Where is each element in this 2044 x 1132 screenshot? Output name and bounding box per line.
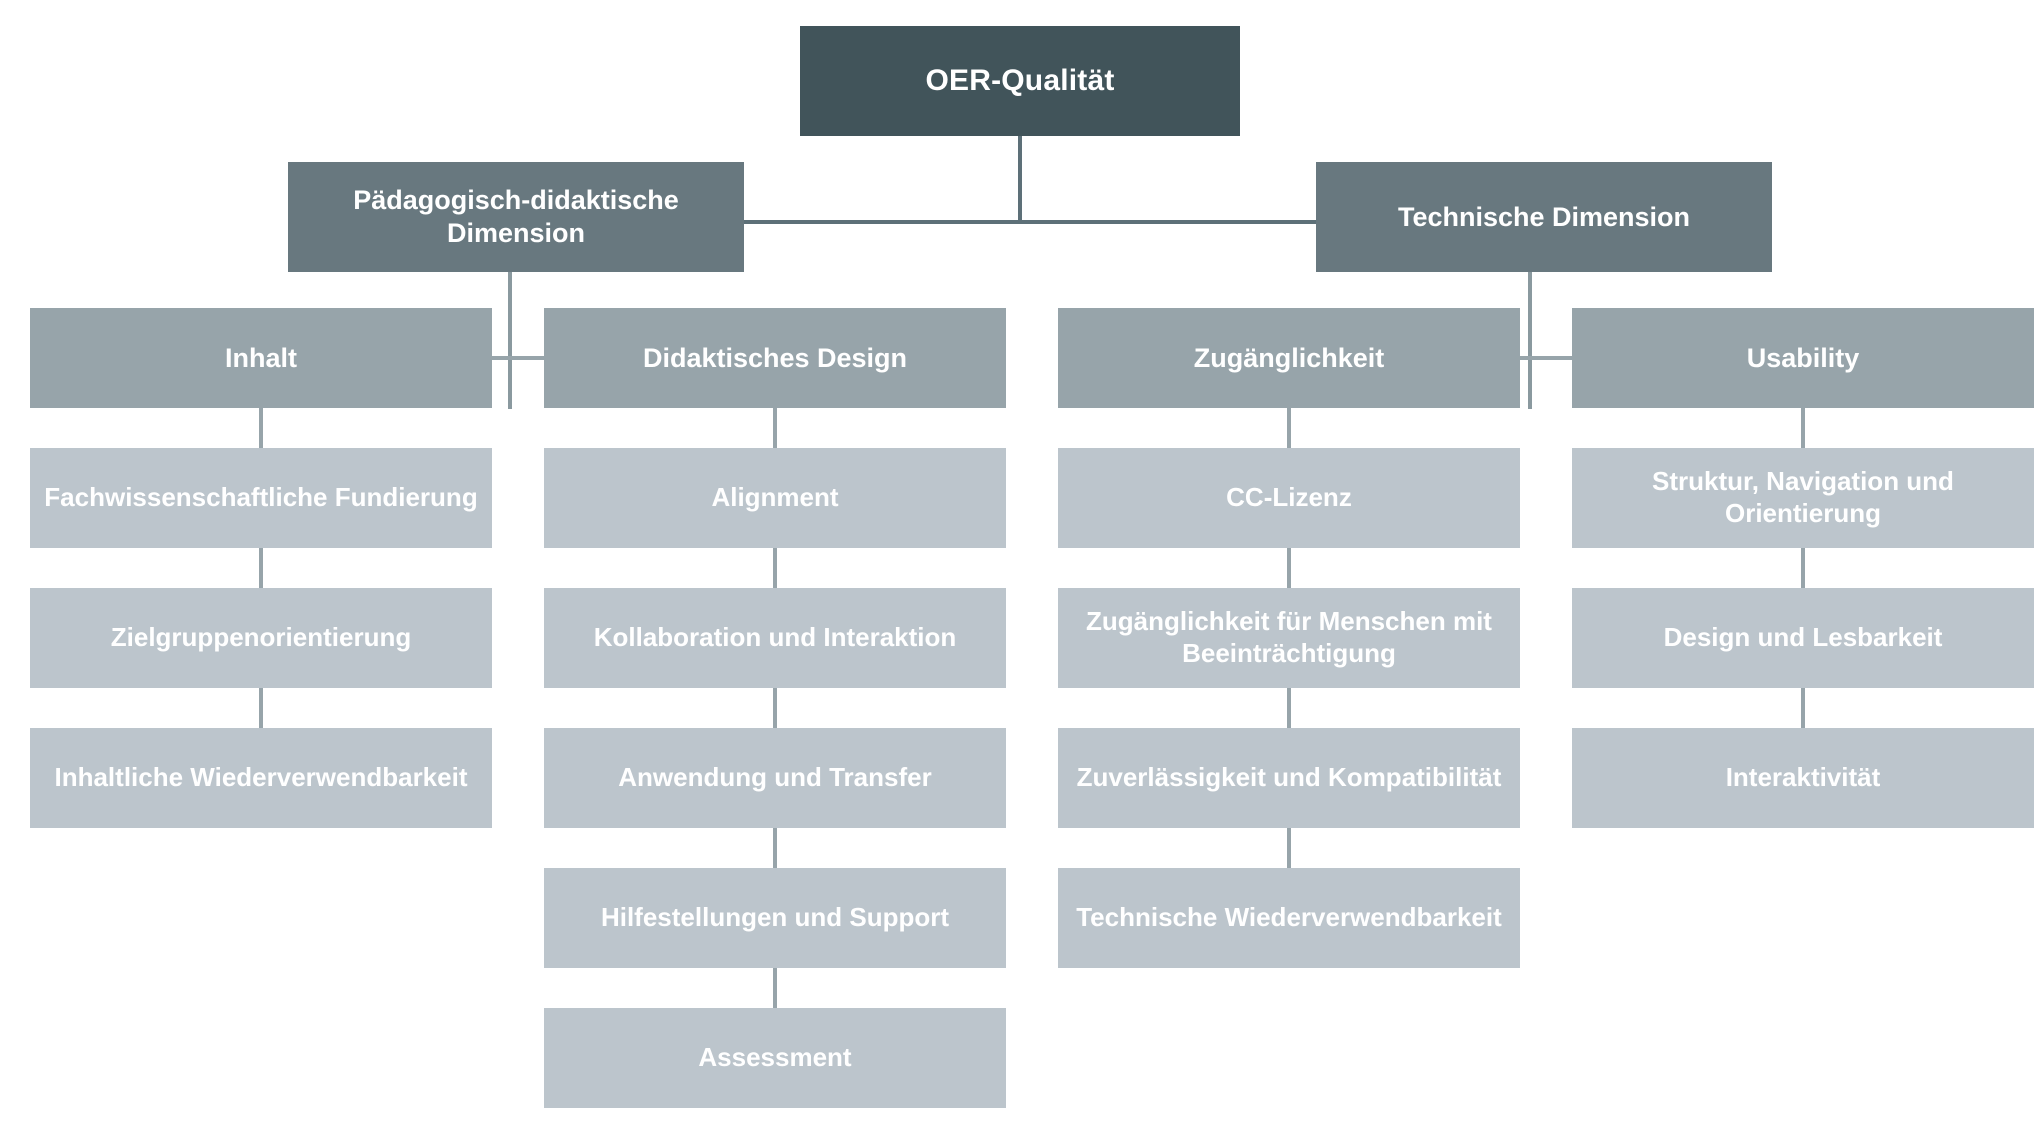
node-leaf-struktur-navigation-und-orientierung[interactable]: Struktur, Navigation und Orientierung	[1572, 448, 2034, 548]
connector-spine-zugaenglichkeit	[1287, 408, 1291, 968]
node-leaf-kollaboration-und-interaktion[interactable]: Kollaboration und Interaktion	[544, 588, 1006, 688]
connector-dimension-bar	[508, 220, 1532, 224]
node-root-oer-qualitaet[interactable]: OER-Qualität	[800, 26, 1240, 136]
node-leaf-assessment[interactable]: Assessment	[544, 1008, 1006, 1108]
node-category-didaktisches-design[interactable]: Didaktisches Design	[544, 308, 1006, 408]
node-leaf-zugaenglichkeit-fuer-menschen-mit-beeintraechtigung[interactable]: Zugänglichkeit für Menschen mit Beeinträ…	[1058, 588, 1520, 688]
node-leaf-design-und-lesbarkeit[interactable]: Design und Lesbarkeit	[1572, 588, 2034, 688]
node-category-inhalt[interactable]: Inhalt	[30, 308, 492, 408]
connector-dimension-left-stem	[508, 224, 512, 409]
connector-category-bar-right	[1472, 356, 1592, 360]
node-leaf-zielgruppenorientierung[interactable]: Zielgruppenorientierung	[30, 588, 492, 688]
node-leaf-alignment[interactable]: Alignment	[544, 448, 1006, 548]
node-leaf-hilfestellungen-und-support[interactable]: Hilfestellungen und Support	[544, 868, 1006, 968]
node-leaf-inhaltliche-wiederverwendbarkeit[interactable]: Inhaltliche Wiederverwendbarkeit	[30, 728, 492, 828]
node-category-zugaenglichkeit[interactable]: Zugänglichkeit	[1058, 308, 1520, 408]
node-leaf-cc-lizenz[interactable]: CC-Lizenz	[1058, 448, 1520, 548]
connector-category-bar-left	[452, 356, 572, 360]
node-dimension-technisch[interactable]: Technische Dimension	[1316, 162, 1772, 272]
node-leaf-zuverlaessigkeit-und-kompatibilitaet[interactable]: Zuverlässigkeit und Kompatibilität	[1058, 728, 1520, 828]
node-dimension-paedagogisch-didaktisch[interactable]: Pädagogisch-didaktische Dimension	[288, 162, 744, 272]
connector-root-stem	[1018, 136, 1022, 222]
node-leaf-interaktivitaet[interactable]: Interaktivität	[1572, 728, 2034, 828]
node-leaf-anwendung-und-transfer[interactable]: Anwendung und Transfer	[544, 728, 1006, 828]
node-leaf-technische-wiederverwendbarkeit[interactable]: Technische Wiederverwendbarkeit	[1058, 868, 1520, 968]
node-category-usability[interactable]: Usability	[1572, 308, 2034, 408]
connector-dimension-right-stem	[1528, 224, 1532, 409]
node-leaf-fachwissenschaftliche-fundierung[interactable]: Fachwissenschaftliche Fundierung	[30, 448, 492, 548]
